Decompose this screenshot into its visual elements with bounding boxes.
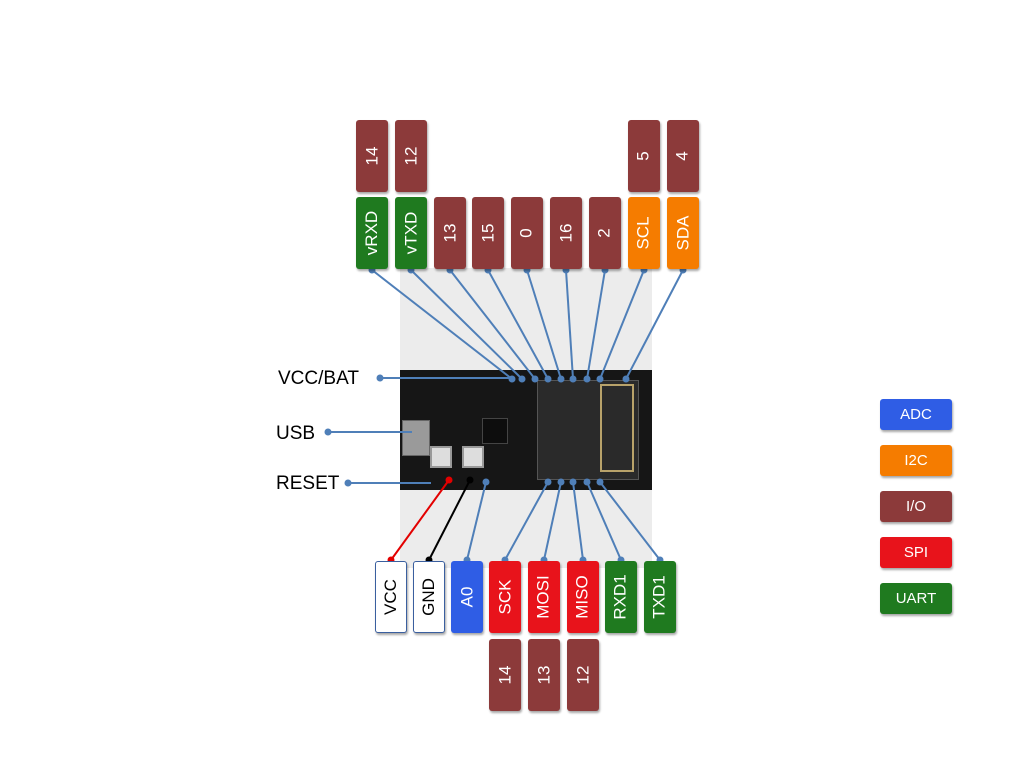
- pin-sda: SDA: [667, 197, 699, 269]
- gpio-4-top: 4: [667, 120, 699, 192]
- legend-io: I/O: [880, 491, 952, 522]
- label-reset: RESET: [276, 473, 340, 494]
- legend-uart: UART: [880, 583, 952, 614]
- legend-spi: SPI: [880, 537, 952, 568]
- usb-serial-chip: [482, 418, 508, 444]
- pin-gnd: GND: [413, 561, 445, 633]
- legend-adc: ADC: [880, 399, 952, 430]
- gpio-13-bottom: 13: [528, 639, 560, 711]
- pin-13: 13: [434, 197, 466, 269]
- gpio-5-top: 5: [628, 120, 660, 192]
- pin-16: 16: [550, 197, 582, 269]
- gpio-12-top: 12: [395, 120, 427, 192]
- pin-a0: A0: [451, 561, 483, 633]
- pin-mosi: MOSI: [528, 561, 560, 633]
- pin-0: 0: [511, 197, 543, 269]
- esp8266-module: [537, 380, 639, 480]
- reset-button: [430, 446, 452, 468]
- gpio-14-bottom: 14: [489, 639, 521, 711]
- pin-miso: MISO: [567, 561, 599, 633]
- pin-vcc: VCC: [375, 561, 407, 633]
- usb-port: [402, 420, 430, 456]
- pin-sck: SCK: [489, 561, 521, 633]
- pin-15: 15: [472, 197, 504, 269]
- pin-txd1: TXD1: [644, 561, 676, 633]
- gpio-14-top: 14: [356, 120, 388, 192]
- label-usb: USB: [276, 423, 316, 444]
- legend-i2c: I2C: [880, 445, 952, 476]
- pin-rxd1: RXD1: [605, 561, 637, 633]
- flash-button: [462, 446, 484, 468]
- antenna-trace: [600, 384, 634, 472]
- gpio-12-bottom: 12: [567, 639, 599, 711]
- pin-scl: SCL: [628, 197, 660, 269]
- pin-2: 2: [589, 197, 621, 269]
- pin-vtxd: vTXD: [395, 197, 427, 269]
- label-vcc-bat: VCC/BAT: [278, 368, 359, 389]
- pin-vrxd: vRXD: [356, 197, 388, 269]
